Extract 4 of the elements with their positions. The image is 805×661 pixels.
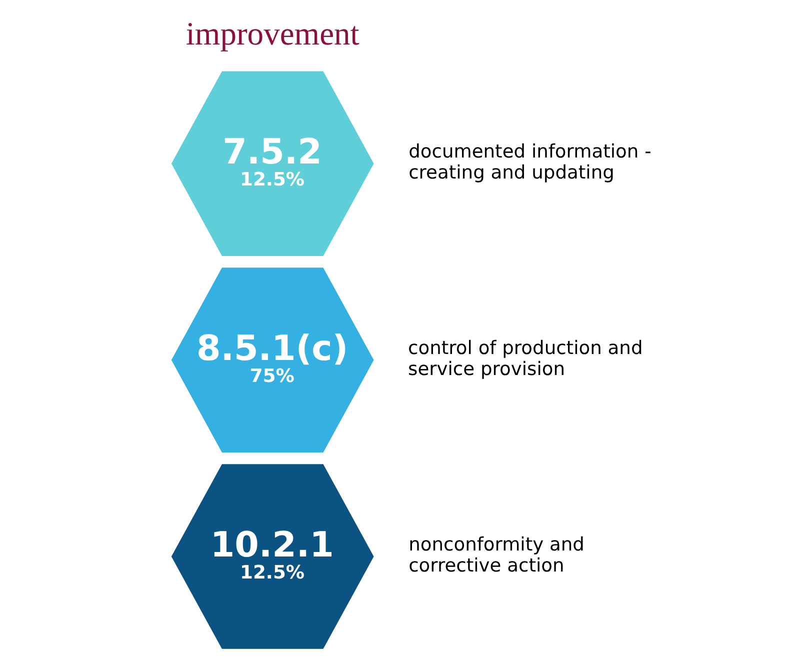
- node-label: documented information - creating and updating: [408, 141, 652, 183]
- label: improvement: [186, 16, 360, 52]
- node-label: control of production and service provision: [408, 338, 643, 380]
- node-label: nonconformity and corrective action: [408, 534, 584, 576]
